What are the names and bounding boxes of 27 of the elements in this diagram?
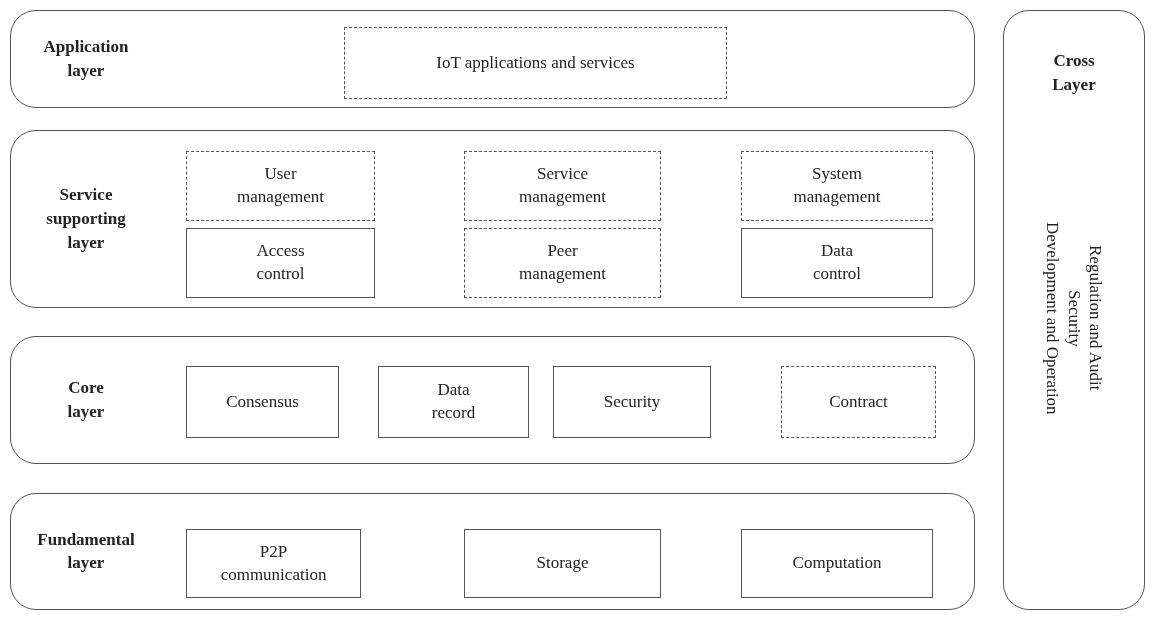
layer-title: Core layer bbox=[67, 377, 105, 423]
component-box: Storage bbox=[464, 529, 661, 598]
cross-layer-item: Development and Operation bbox=[1042, 221, 1064, 415]
cross-layer-item: Security bbox=[1063, 288, 1085, 349]
component-box: Data control bbox=[741, 228, 933, 298]
cross-layer-item: Regulation and Audit bbox=[1084, 244, 1106, 393]
component-box: Access control bbox=[186, 228, 375, 298]
component-box: Service management bbox=[464, 151, 661, 221]
component-box: IoT applications and services bbox=[344, 27, 727, 99]
component-box: Computation bbox=[741, 529, 933, 598]
layer-panel bbox=[10, 10, 975, 108]
component-box: Peer management bbox=[464, 228, 661, 298]
layer-title: Fundamental layer bbox=[37, 528, 135, 575]
cross-layer-panel bbox=[1003, 10, 1145, 610]
layer-title: Service supporting layer bbox=[46, 184, 126, 254]
component-box: Contract bbox=[781, 366, 936, 438]
component-box: System management bbox=[741, 151, 933, 221]
layer-panel bbox=[10, 336, 975, 464]
layer-title: Application layer bbox=[43, 36, 129, 82]
layer-title: Cross Layer bbox=[1051, 50, 1097, 96]
component-box: Consensus bbox=[186, 366, 339, 438]
component-box: P2P communication bbox=[186, 529, 361, 598]
component-box: User management bbox=[186, 151, 375, 221]
layer-panel bbox=[10, 130, 975, 308]
component-box: Security bbox=[553, 366, 711, 438]
component-box: Data record bbox=[378, 366, 529, 438]
layer-panel bbox=[10, 493, 975, 610]
